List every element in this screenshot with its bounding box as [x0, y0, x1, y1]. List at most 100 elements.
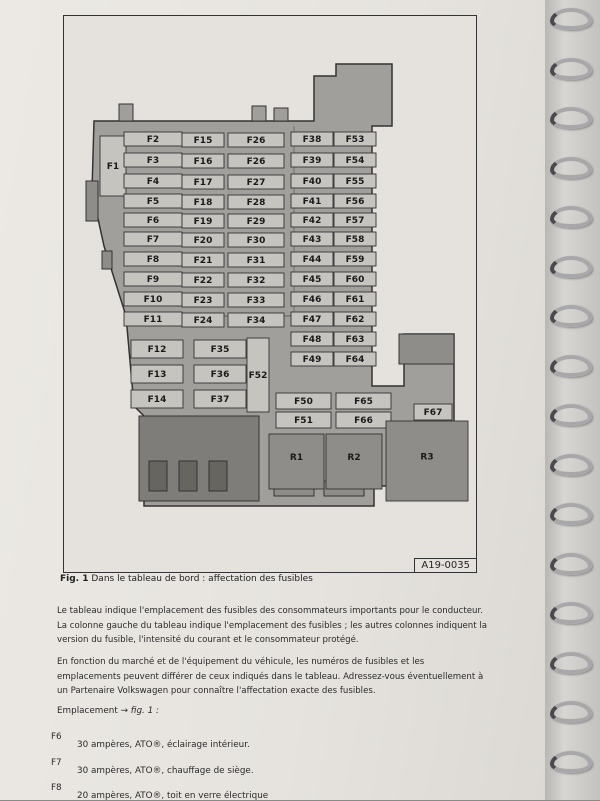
- fuse-label-f64: F64: [346, 355, 365, 365]
- fuse-slot-f61: [333, 291, 377, 307]
- fuse-slot-f29: [227, 213, 285, 229]
- spiral-ring: [550, 107, 592, 129]
- fuse-slot-f67: [413, 403, 453, 421]
- fuse-slot-f15: [181, 132, 225, 148]
- fuse-label-f51: F51: [294, 416, 313, 426]
- fuse-label-r2: R2: [347, 453, 360, 463]
- emplacement-ref: → fig. 1 :: [120, 706, 159, 716]
- fuse-label-f27: F27: [247, 178, 266, 188]
- fuse-slot-f46: [290, 291, 334, 307]
- fuse-label-f52: F52: [249, 371, 268, 381]
- fuse-label-f65: F65: [354, 397, 373, 407]
- fuse-slot-f12: [130, 339, 184, 359]
- fuse-slot-f24: [181, 312, 225, 328]
- fuse-slot-f27: [227, 174, 285, 190]
- fuse-label-f12: F12: [148, 345, 167, 355]
- spiral-ring: [550, 651, 592, 674]
- caption-prefix: Fig. 1: [60, 574, 89, 584]
- fuse-slot-f63: [333, 331, 377, 347]
- fuse-label-f34: F34: [247, 316, 266, 326]
- paragraph-2: En fonction du marché et de l'équipement…: [57, 657, 484, 696]
- fuse-slot-f22: [181, 272, 225, 288]
- fuse-label-f53: F53: [346, 135, 365, 145]
- fuse-label-f39: F39: [303, 156, 322, 166]
- spiral-ring: [550, 404, 592, 426]
- fuse-slot-f51: [275, 411, 332, 429]
- fuse-label-f18: F18: [194, 198, 213, 208]
- fuse-slot-f41: [290, 193, 334, 209]
- fuse-slot-f34: [227, 312, 285, 328]
- fuse-code: F6: [51, 732, 62, 742]
- fuse-slot-f66: [335, 411, 392, 429]
- fuse-slot-f65: [335, 392, 392, 410]
- fuse-code: F8: [51, 783, 62, 793]
- spiral-ring: [550, 57, 592, 80]
- fuse-slot-f64: [333, 351, 377, 367]
- fuse-label-f10: F10: [144, 295, 163, 305]
- fuse-slot-r2: [325, 433, 383, 490]
- spiral-ring: [550, 602, 592, 624]
- fuse-label-f20: F20: [194, 236, 213, 246]
- fuse-slot-f36: [193, 364, 247, 384]
- fuse-label-f3: F3: [147, 156, 159, 166]
- fuse-label-f29: F29: [247, 217, 266, 227]
- fuse-slot-f55: [333, 173, 377, 189]
- fuse-slot-f49: [290, 351, 334, 367]
- fuse-slot-f48: [290, 331, 334, 347]
- fuse-slot-f16: [181, 153, 225, 169]
- figure-reference: A19-0035: [414, 558, 477, 573]
- spiral-ring: [550, 750, 592, 773]
- fuse-label-f47: F47: [303, 315, 322, 325]
- caption-text: Dans le tableau de bord : affectation de…: [91, 574, 313, 584]
- fuse-label-f1: F1: [107, 162, 119, 172]
- fuse-label-f44: F44: [303, 255, 322, 265]
- fuse-slot-f21: [181, 252, 225, 268]
- fuse-row-f7: F7 30 ampères, ATO®, chauffage de siège.: [51, 758, 254, 776]
- fuse-slot-f57: [333, 212, 377, 228]
- fuse-label-f15: F15: [194, 136, 213, 146]
- fuse-row-f8: F8 20 ampères, ATO®, toit en verre élect…: [51, 783, 268, 801]
- fuse-slot-f52: [246, 337, 270, 413]
- fuse-label-f41: F41: [303, 197, 322, 207]
- fuse-label-f45: F45: [303, 275, 322, 285]
- fuse-label-f30: F30: [247, 236, 266, 246]
- fuse-label-f2: F2: [147, 135, 159, 145]
- fuse-label-f32: F32: [247, 276, 266, 286]
- fuse-slot-f30: [227, 232, 285, 248]
- fuse-label-f35: F35: [211, 345, 230, 355]
- fuse-slot-f26: [227, 153, 285, 169]
- fuse-label-f26: F26: [247, 157, 266, 167]
- fuse-slot-f45: [290, 271, 334, 287]
- fuse-slot-r3: [385, 420, 469, 502]
- fuse-label-r1: R1: [290, 453, 303, 463]
- fuse-label-f38: F38: [303, 135, 322, 145]
- fuse-label-f59: F59: [346, 255, 365, 265]
- fuse-label-f16: F16: [194, 157, 213, 167]
- spiral-ring: [550, 156, 592, 179]
- fuse-label-f31: F31: [247, 256, 266, 266]
- fuse-slot-f38: [290, 131, 334, 147]
- fuse-slot-f62: [333, 311, 377, 327]
- fuse-slot-f47: [290, 311, 334, 327]
- fuse-label-f40: F40: [303, 177, 322, 187]
- fuse-slot-f32: [227, 272, 285, 288]
- fuse-slot-f37: [193, 389, 247, 409]
- fuse-slot-f53: [333, 131, 377, 147]
- spiral-ring: [550, 503, 592, 525]
- fuse-row-f6: F6 30 ampères, ATO®, éclairage intérieur…: [51, 732, 250, 750]
- fuse-slot-f19: [181, 213, 225, 229]
- fuse-label-f19: F19: [194, 217, 213, 227]
- paragraph-1: Le tableau indique l'emplacement des fus…: [57, 606, 488, 645]
- fuse-slot-f39: [290, 152, 334, 168]
- fuse-slot-f44: [290, 251, 334, 267]
- fuse-slot-r1: [268, 433, 325, 490]
- fuse-slot-f31: [227, 252, 285, 268]
- fuse-label-f11: F11: [144, 315, 163, 325]
- fuse-label-f50: F50: [294, 397, 313, 407]
- fuse-slot-f58: [333, 231, 377, 247]
- fuse-box-diagram: F1F2F3F4F5F6F7F8F9F10F11F15F16F17F18F19F…: [85, 63, 469, 507]
- fuse-slot-f42: [290, 212, 334, 228]
- fuse-label-f48: F48: [303, 335, 322, 345]
- fuse-label-f8: F8: [147, 255, 159, 265]
